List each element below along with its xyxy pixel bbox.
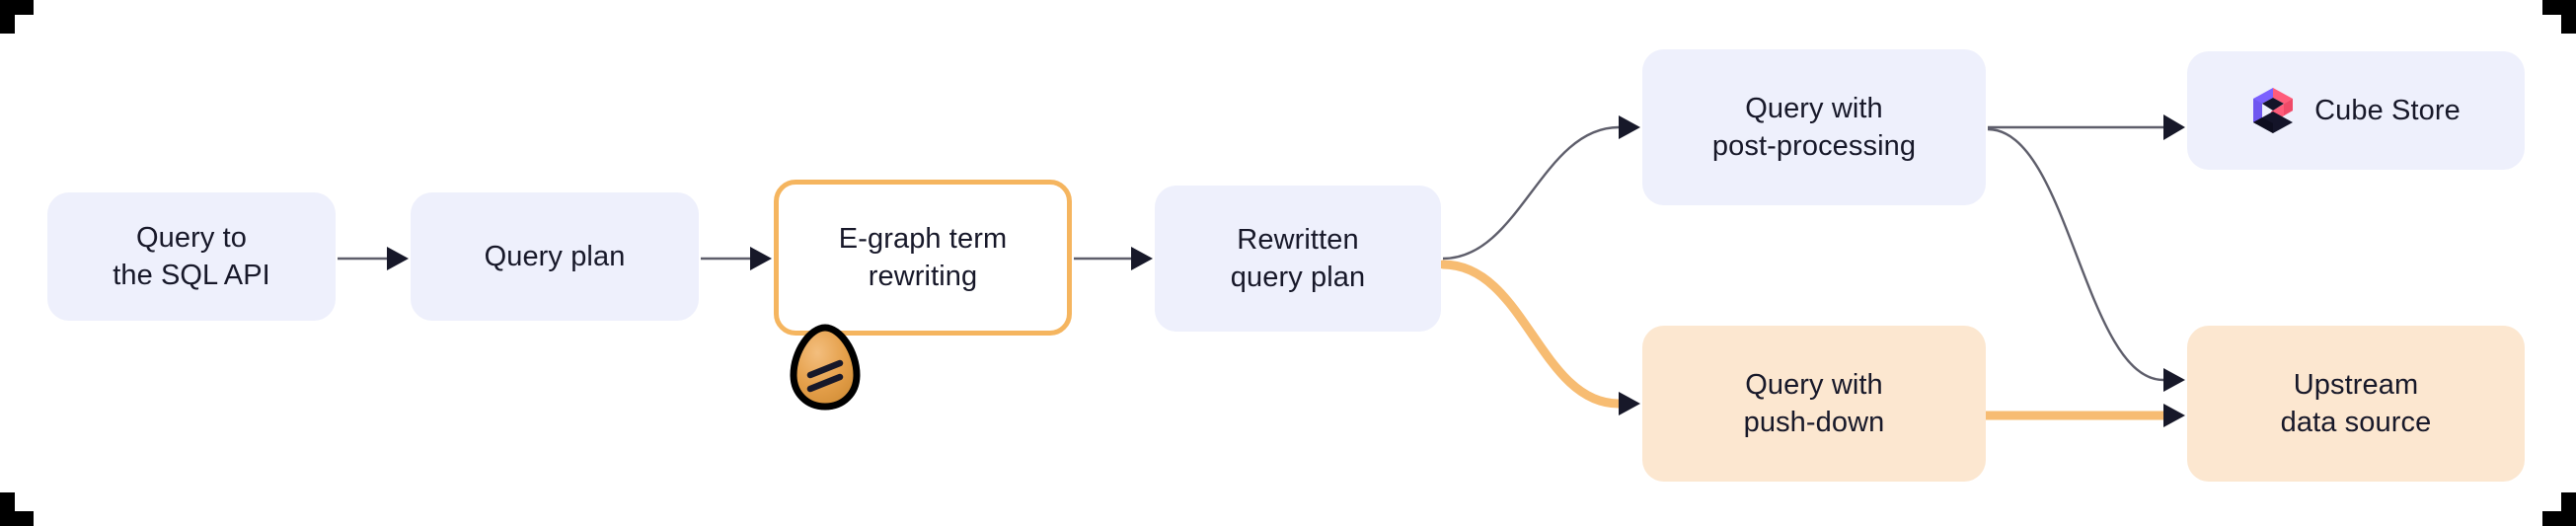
cube-store-logo-icon [2253, 88, 2294, 133]
edge-e-graph-to-rewritten-query-plan [1074, 247, 1153, 270]
node-upstream-data-source[interactable]: Upstream data source [2187, 326, 2525, 482]
edge-post-processing-to-cube-store [1988, 114, 2185, 140]
node-upstream-data-source-label: Upstream data source [2280, 368, 2432, 438]
node-query-to-sql-api-label: Query to the SQL API [113, 221, 270, 291]
node-e-graph-term-rewriting[interactable]: E-graph term rewriting [774, 180, 1072, 336]
edge-rewritten-to-post-processing [1442, 115, 1640, 261]
edge-post-processing-to-upstream-data-source [1987, 127, 2185, 392]
edge-push-down-to-upstream-data-source [1979, 404, 2185, 427]
node-query-with-push-down-label: Query with push-down [1743, 368, 1885, 438]
edge-query-plan-to-e-graph [701, 247, 772, 270]
edge-query-to-sql-api-to-query-plan [338, 247, 409, 270]
node-query-plan-label: Query plan [484, 240, 626, 272]
edge-rewritten-to-push-down [1438, 260, 1640, 415]
node-query-with-push-down[interactable]: Query with push-down [1642, 326, 1986, 482]
node-rewritten-query-plan-label: Rewritten query plan [1230, 223, 1366, 293]
node-cube-store-label: Cube Store [2314, 94, 2461, 126]
node-query-with-post-processing[interactable]: Query with post-processing [1642, 49, 1986, 205]
node-e-graph-term-rewriting-label: E-graph term rewriting [838, 222, 1008, 292]
node-query-with-post-processing-label: Query with post-processing [1711, 92, 1917, 162]
node-rewritten-query-plan[interactable]: Rewritten query plan [1155, 186, 1441, 332]
node-query-to-sql-api[interactable]: Query to the SQL API [47, 192, 336, 321]
node-query-plan[interactable]: Query plan [411, 192, 699, 321]
node-cube-store[interactable]: Cube Store [2187, 51, 2525, 170]
